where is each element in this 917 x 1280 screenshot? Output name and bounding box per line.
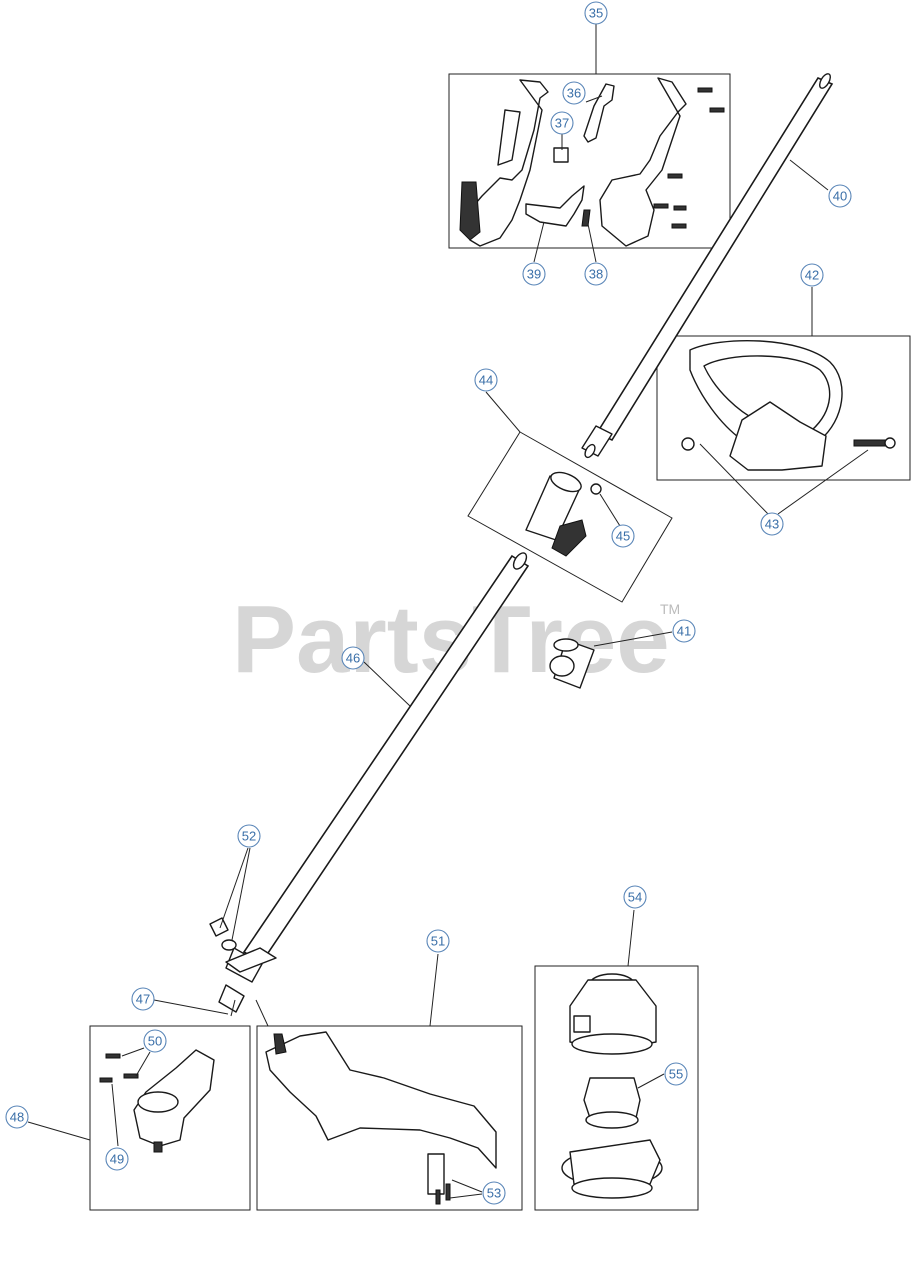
svg-text:41: 41 — [677, 624, 691, 639]
box-gear-head — [89, 1025, 251, 1211]
svg-text:38: 38 — [589, 267, 603, 282]
svg-text:37: 37 — [555, 116, 569, 131]
box-handle-housing — [448, 73, 731, 249]
handle-housing-right — [599, 77, 687, 247]
callout-35: 35 — [584, 1, 608, 25]
leader-lines — [27, 24, 869, 1199]
svg-text:47: 47 — [136, 992, 150, 1007]
svg-text:44: 44 — [479, 373, 493, 388]
box-assist-handle — [656, 335, 911, 481]
callout-46: 46 — [341, 646, 365, 670]
trimmer-head — [561, 973, 663, 1199]
svg-text:35: 35 — [589, 6, 603, 21]
svg-text:49: 49 — [110, 1152, 124, 1167]
shaft-collar — [549, 638, 595, 689]
svg-text:51: 51 — [431, 934, 445, 949]
box-trimmer-head — [534, 965, 699, 1211]
callout-48: 48 — [5, 1105, 29, 1129]
svg-text:46: 46 — [346, 651, 360, 666]
callout-49: 49 — [105, 1147, 129, 1171]
box-coupler — [467, 431, 673, 603]
housing-screws — [653, 87, 725, 229]
svg-text:55: 55 — [669, 1067, 683, 1082]
svg-text:42: 42 — [805, 268, 819, 283]
callout-53: 53 — [482, 1181, 506, 1205]
svg-text:45: 45 — [616, 529, 630, 544]
callout-47: 47 — [131, 987, 155, 1011]
gear-head — [99, 1049, 215, 1153]
shaft-clamp — [209, 917, 277, 973]
callout-39: 39 — [522, 262, 546, 286]
svg-text:54: 54 — [628, 890, 642, 905]
guard — [265, 1031, 497, 1205]
callout-55: 55 — [664, 1062, 688, 1086]
trigger-part — [525, 185, 591, 227]
svg-text:40: 40 — [833, 189, 847, 204]
handle-housing-left — [459, 79, 549, 247]
svg-text:43: 43 — [765, 517, 779, 532]
callout-45: 45 — [611, 524, 635, 548]
callout-50: 50 — [143, 1029, 167, 1053]
svg-text:52: 52 — [242, 829, 256, 844]
svg-text:48: 48 — [10, 1110, 24, 1125]
svg-text:50: 50 — [148, 1034, 162, 1049]
svg-text:36: 36 — [567, 86, 581, 101]
svg-text:53: 53 — [487, 1186, 501, 1201]
callout-36: 36 — [562, 81, 586, 105]
callout-38: 38 — [584, 262, 608, 286]
callout-44: 44 — [474, 368, 498, 392]
callout-37: 37 — [550, 111, 574, 135]
callout-54: 54 — [623, 885, 647, 909]
box-guard — [256, 1025, 523, 1211]
assist-handle — [681, 340, 896, 471]
switch-part — [553, 83, 615, 163]
upper-shaft — [581, 73, 834, 459]
svg-text:39: 39 — [527, 267, 541, 282]
watermark-tm: TM — [660, 601, 680, 617]
callout-41: 41 — [672, 619, 696, 643]
callout-43: 43 — [760, 512, 784, 536]
callout-40: 40 — [828, 184, 852, 208]
callout-52: 52 — [237, 824, 261, 848]
coupler — [525, 471, 602, 557]
callout-51: 51 — [426, 929, 450, 953]
callout-42: 42 — [800, 263, 824, 287]
